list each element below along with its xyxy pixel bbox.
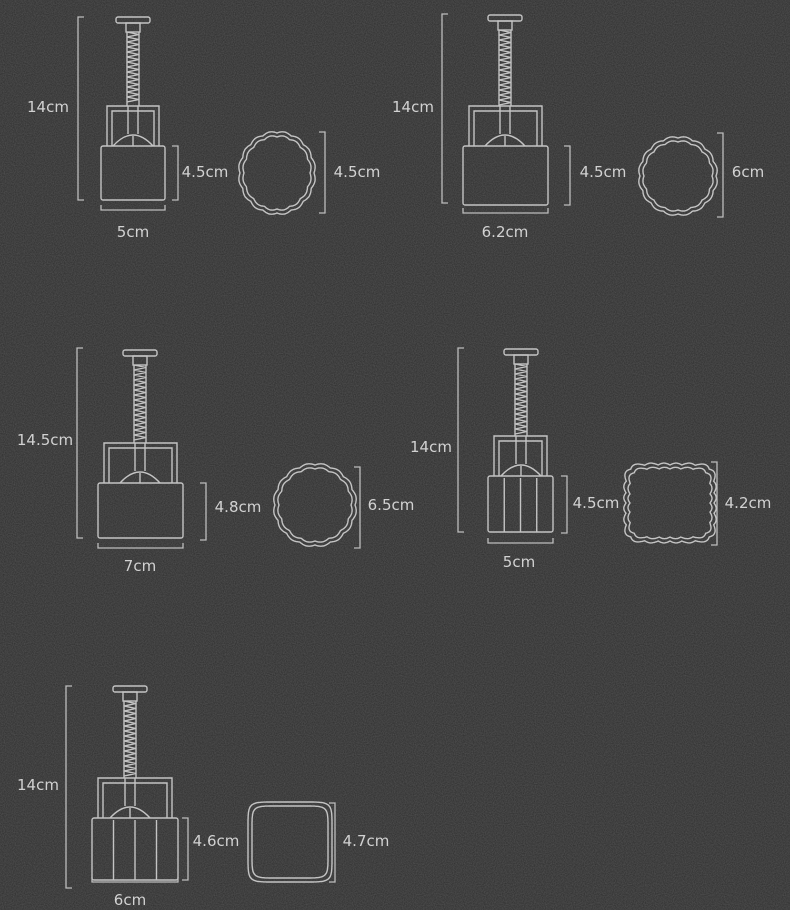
press-plunger: [112, 106, 154, 147]
stamp-size-label: 4.7cm: [343, 832, 390, 850]
stamp-size-bracket: [717, 132, 724, 218]
press-stem: [122, 691, 138, 702]
stamp-inner-outline: [251, 805, 329, 879]
mold-press-drawing: [91, 685, 179, 881]
stamp-rounded-square: [247, 801, 333, 883]
body-height-bracket: [200, 482, 207, 541]
width-bracket: [487, 538, 554, 544]
mold-press-drawing: [462, 14, 549, 206]
mold-press-drawing: [97, 349, 184, 539]
press-plunger: [500, 436, 542, 477]
press-frame: [468, 105, 543, 146]
stamp-size-bracket: [319, 131, 326, 214]
stamp-inner-outline: [242, 135, 312, 211]
mold-press-drawing: [100, 16, 166, 201]
width-label: 6.2cm: [482, 223, 529, 241]
body-height-label: 4.5cm: [182, 163, 229, 181]
spring-guide: [498, 30, 512, 106]
width-label: 5cm: [117, 223, 149, 241]
total-height-bracket: [457, 347, 464, 533]
width-label: 7cm: [124, 557, 156, 575]
stamp-size-bracket: [354, 466, 361, 549]
body-height-label: 4.5cm: [573, 494, 620, 512]
stamp-scalloped-square: [623, 462, 717, 544]
width-label: 5cm: [503, 553, 535, 571]
stamp-inner-outline: [277, 467, 353, 543]
body-height-label: 4.5cm: [580, 163, 627, 181]
press-plunger: [484, 106, 526, 147]
stamp-outline: [638, 136, 718, 216]
stamp-scalloped-circle: [273, 463, 357, 547]
mold-flutes: [503, 478, 538, 532]
mold-flutes: [112, 820, 158, 880]
stamp-scalloped-circle: [238, 131, 316, 215]
body-height-label: 4.8cm: [215, 498, 262, 516]
total-height-label: 14cm: [27, 98, 69, 116]
stamp-outline: [238, 131, 316, 215]
mold-press-drawing: [487, 348, 554, 533]
stamp-inner-outline: [627, 466, 713, 540]
press-stem: [513, 354, 529, 365]
total-height-bracket: [76, 347, 83, 539]
stamp-scalloped-circle: [638, 136, 718, 216]
press-frame: [103, 442, 178, 483]
mold-body: [97, 482, 184, 539]
press-stem: [125, 22, 141, 33]
body-height-bracket: [561, 475, 568, 534]
width-bracket: [91, 877, 179, 883]
press-stem: [497, 20, 513, 31]
total-height-bracket: [77, 16, 84, 201]
stamp-size-bracket: [711, 461, 718, 546]
total-height-label: 14cm: [392, 98, 434, 116]
press-plunger: [109, 778, 151, 819]
body-height-label: 4.6cm: [193, 832, 240, 850]
stamp-inner-outline: [642, 140, 714, 212]
press-frame: [493, 435, 548, 476]
press-stem: [132, 355, 148, 366]
mold-body: [100, 145, 166, 201]
stamp-size-bracket: [329, 802, 336, 883]
mold-round-large: 14.5cm 7cm 4.8cm 6.5cm: [17, 347, 415, 575]
stamp-size-label: 6.5cm: [368, 496, 415, 514]
press-plunger: [119, 443, 161, 484]
stamp-outline: [273, 463, 357, 547]
body-height-bracket: [182, 817, 189, 881]
width-bracket: [97, 543, 184, 549]
width-bracket: [100, 205, 166, 211]
mold-round-small: 14cm 5cm 4.5cm 4.5cm: [27, 16, 381, 241]
spring-guide: [123, 701, 137, 778]
stamp-size-label: 4.2cm: [725, 494, 772, 512]
stamp-size-label: 6cm: [732, 163, 764, 181]
mold-body: [462, 145, 549, 206]
width-label: 6cm: [114, 891, 146, 909]
spring-guide: [514, 364, 528, 436]
total-height-label: 14cm: [410, 438, 452, 456]
body-height-bracket: [564, 145, 571, 206]
width-bracket: [462, 208, 549, 214]
total-height-bracket: [441, 13, 448, 204]
press-frame: [106, 105, 160, 146]
stamp-outline: [623, 462, 717, 544]
body-height-bracket: [172, 145, 179, 201]
stamp-outline: [247, 801, 333, 883]
total-height-label: 14.5cm: [17, 431, 73, 449]
spring-guide: [126, 32, 140, 106]
total-height-bracket: [65, 685, 72, 889]
mold-round-medium: 14cm 6.2cm 4.5cm 6cm: [392, 13, 764, 241]
stamp-size-label: 4.5cm: [334, 163, 381, 181]
total-height-label: 14cm: [17, 776, 59, 794]
mold-square: 14cm 6cm 4.6cm 4.7cm: [17, 685, 390, 909]
spring-guide: [133, 365, 147, 443]
mold-square-scalloped: 14cm 5cm 4.5cm 4.2cm: [410, 347, 772, 571]
